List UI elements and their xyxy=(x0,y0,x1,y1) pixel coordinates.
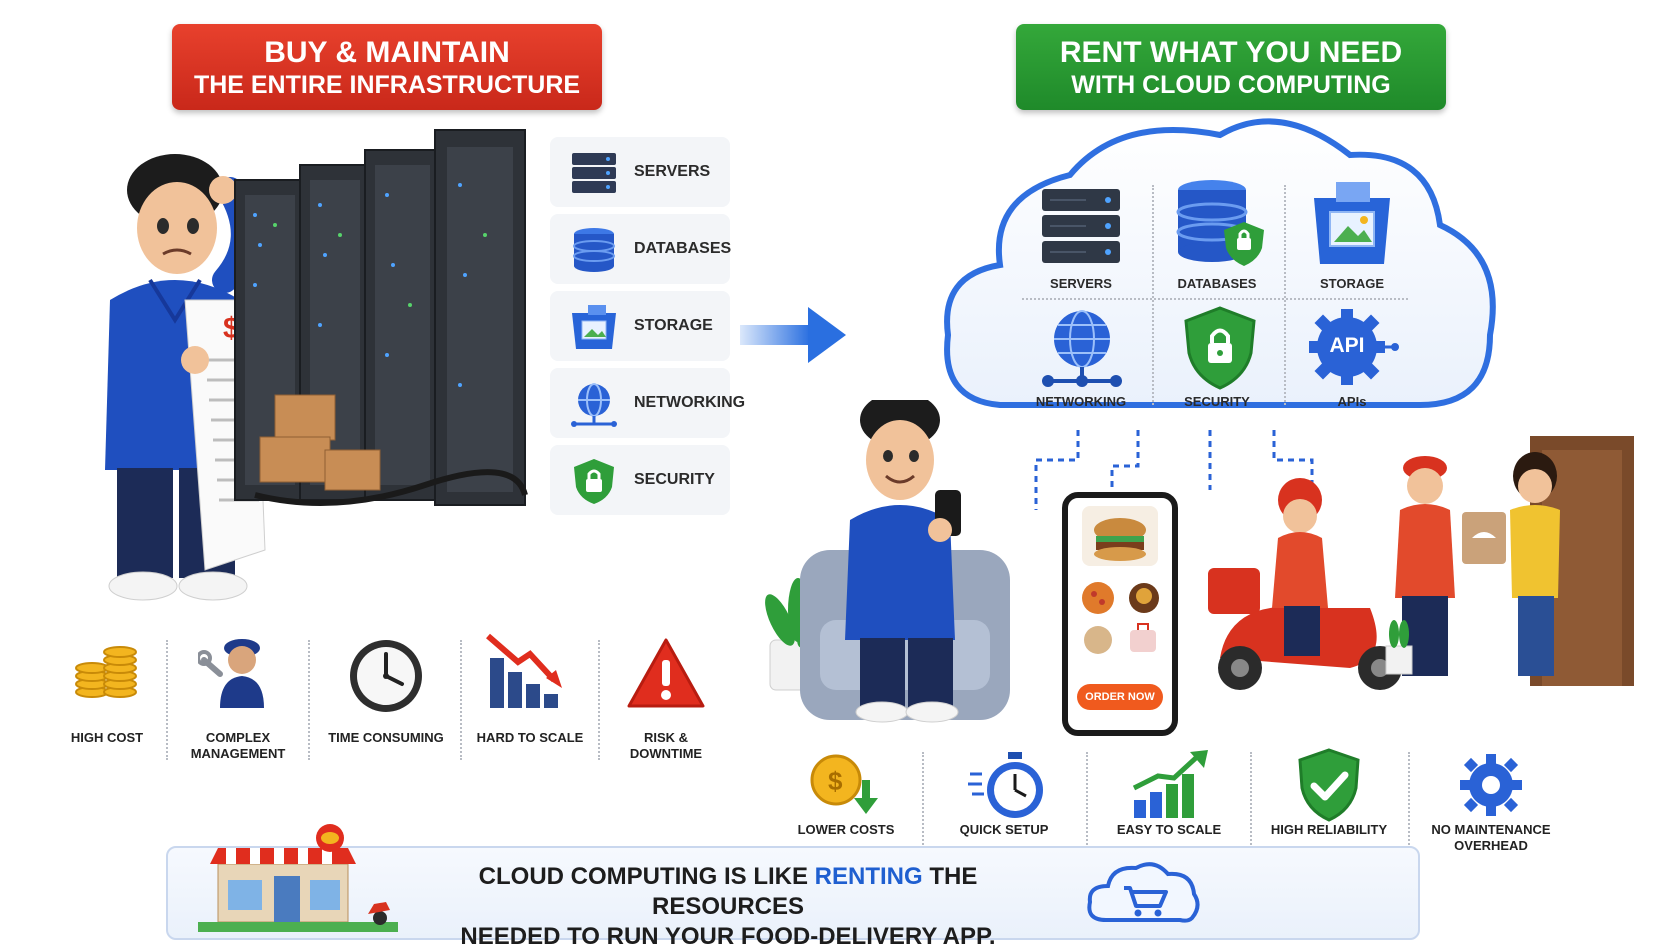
server-racks-illustration xyxy=(234,129,528,506)
database-icon xyxy=(573,228,615,272)
cloud-label-security: SECURITY xyxy=(1184,394,1250,409)
divider xyxy=(1086,752,1088,852)
right-banner-title: RENT WHAT YOU NEED xyxy=(1059,36,1403,69)
cloud-cart-icon xyxy=(1087,862,1200,923)
delivery-scene-illustration xyxy=(1208,436,1634,690)
left-stack-item-databases: DATABASES xyxy=(550,214,732,284)
left-stack-label: DATABASES xyxy=(634,240,732,257)
storage-icon xyxy=(1314,182,1390,264)
problem-label-high-cost: HIGH COST xyxy=(70,730,144,745)
left-stack-label: STORAGE xyxy=(634,317,713,334)
relaxed-user-illustration xyxy=(765,400,1010,723)
technician-icon xyxy=(198,639,264,708)
cloud-label-databases: DATABASES xyxy=(1177,276,1257,291)
shield-lock-icon xyxy=(574,459,614,504)
cloud-divider xyxy=(1284,185,1286,405)
problem-label-risk-downtime: RISK & DOWNTIME xyxy=(629,730,703,761)
tagline-text: CLOUD COMPUTING IS LIKE RENTING THE RESO… xyxy=(428,862,1028,952)
left-banner-subtitle: THE ENTIRE INFRASTRUCTURE xyxy=(193,71,581,99)
cloud-label-servers: SERVERS xyxy=(1050,276,1112,291)
gear-icon xyxy=(1460,754,1522,816)
problem-label-hard-to-scale: HARD TO SCALE xyxy=(476,730,584,745)
benefit-label-no-maintenance: NO MAINTENANCE OVERHEAD xyxy=(1431,822,1551,853)
benefit-label-easy-to-scale: EASY TO SCALE xyxy=(1116,822,1222,837)
cloud-label-storage: STORAGE xyxy=(1319,276,1385,291)
benefit-label-lower-costs: LOWER COSTS xyxy=(797,822,895,837)
cloud-divider xyxy=(1152,185,1154,405)
benefit-label-quick-setup: QUICK SETUP xyxy=(959,822,1049,837)
stopwatch-icon xyxy=(968,752,1043,818)
benefit-label-high-reliability: HIGH RELIABILITY xyxy=(1270,822,1388,837)
left-stack-item-servers: SERVERS xyxy=(550,137,730,207)
api-badge: API xyxy=(1329,334,1365,357)
globe-network-icon xyxy=(1042,310,1122,387)
svg-text:$: $ xyxy=(828,766,843,796)
restaurant-storefront-illustration xyxy=(198,824,398,932)
coin-down-icon: $ xyxy=(810,754,878,814)
left-stack-label: NETWORKING xyxy=(634,394,746,411)
right-banner-subtitle: WITH CLOUD COMPUTING xyxy=(1071,71,1391,99)
divider xyxy=(922,752,924,852)
problem-label-time-consuming: TIME CONSUMING xyxy=(328,730,444,745)
left-banner-title: BUY & MAINTAIN xyxy=(264,36,510,69)
tagline-line1: CLOUD COMPUTING IS LIKE RENTING THE RESO… xyxy=(428,862,1028,922)
divider xyxy=(308,640,310,760)
right-banner: RENT WHAT YOU NEED WITH CLOUD COMPUTING xyxy=(1016,24,1446,110)
divider xyxy=(598,640,600,760)
server-icon xyxy=(1042,189,1120,263)
left-stack-item-networking: NETWORKING xyxy=(550,368,745,438)
left-stack-label: SERVERS xyxy=(634,163,711,180)
left-stack-item-storage: STORAGE xyxy=(550,291,730,361)
tagline-bar: CLOUD COMPUTING IS LIKE RENTING THE RESO… xyxy=(166,824,1420,950)
order-now-button[interactable]: ORDER NOW xyxy=(1077,684,1163,710)
problem-label-complex-management: COMPLEX MANAGEMENT xyxy=(190,730,286,761)
declining-chart-icon xyxy=(486,633,562,708)
divider xyxy=(1408,752,1410,852)
storage-icon xyxy=(572,305,616,349)
divider xyxy=(460,640,462,760)
left-banner: BUY & MAINTAIN THE ENTIRE INFRASTRUCTURE xyxy=(172,24,602,110)
food-menu-illustration xyxy=(1082,506,1159,654)
transition-arrow-icon xyxy=(740,307,846,363)
tagline-highlight: RENTING xyxy=(814,863,923,890)
tagline-post: THE RESOURCES xyxy=(651,863,978,920)
database-lock-icon xyxy=(1176,180,1264,266)
cloud-divider-horizontal xyxy=(1022,298,1408,300)
divider xyxy=(1250,752,1252,852)
stressed-person-illustration: $ xyxy=(105,154,266,601)
api-gear-icon xyxy=(1309,309,1399,385)
tagline-pre: CLOUD COMPUTING IS LIKE xyxy=(478,863,815,890)
phone-mockup: ORDER NOW xyxy=(1062,492,1178,736)
globe-network-icon xyxy=(571,383,617,427)
divider xyxy=(166,640,168,760)
server-icon xyxy=(572,153,616,193)
shield-check-icon xyxy=(1298,748,1360,822)
clock-icon xyxy=(350,640,422,712)
growth-chart-icon xyxy=(1132,750,1208,818)
shield-lock-icon xyxy=(1184,306,1256,390)
coins-icon xyxy=(75,646,137,698)
left-stack-label: SECURITY xyxy=(634,471,715,488)
cloud-label-networking: NETWORKING xyxy=(1035,394,1127,409)
cloud-label-apis: APIs xyxy=(1337,394,1367,409)
left-stack-item-security: SECURITY xyxy=(550,445,730,515)
warning-icon xyxy=(627,638,705,708)
tagline-line2: NEEDED TO RUN YOUR FOOD-DELIVERY APP. xyxy=(460,923,996,950)
